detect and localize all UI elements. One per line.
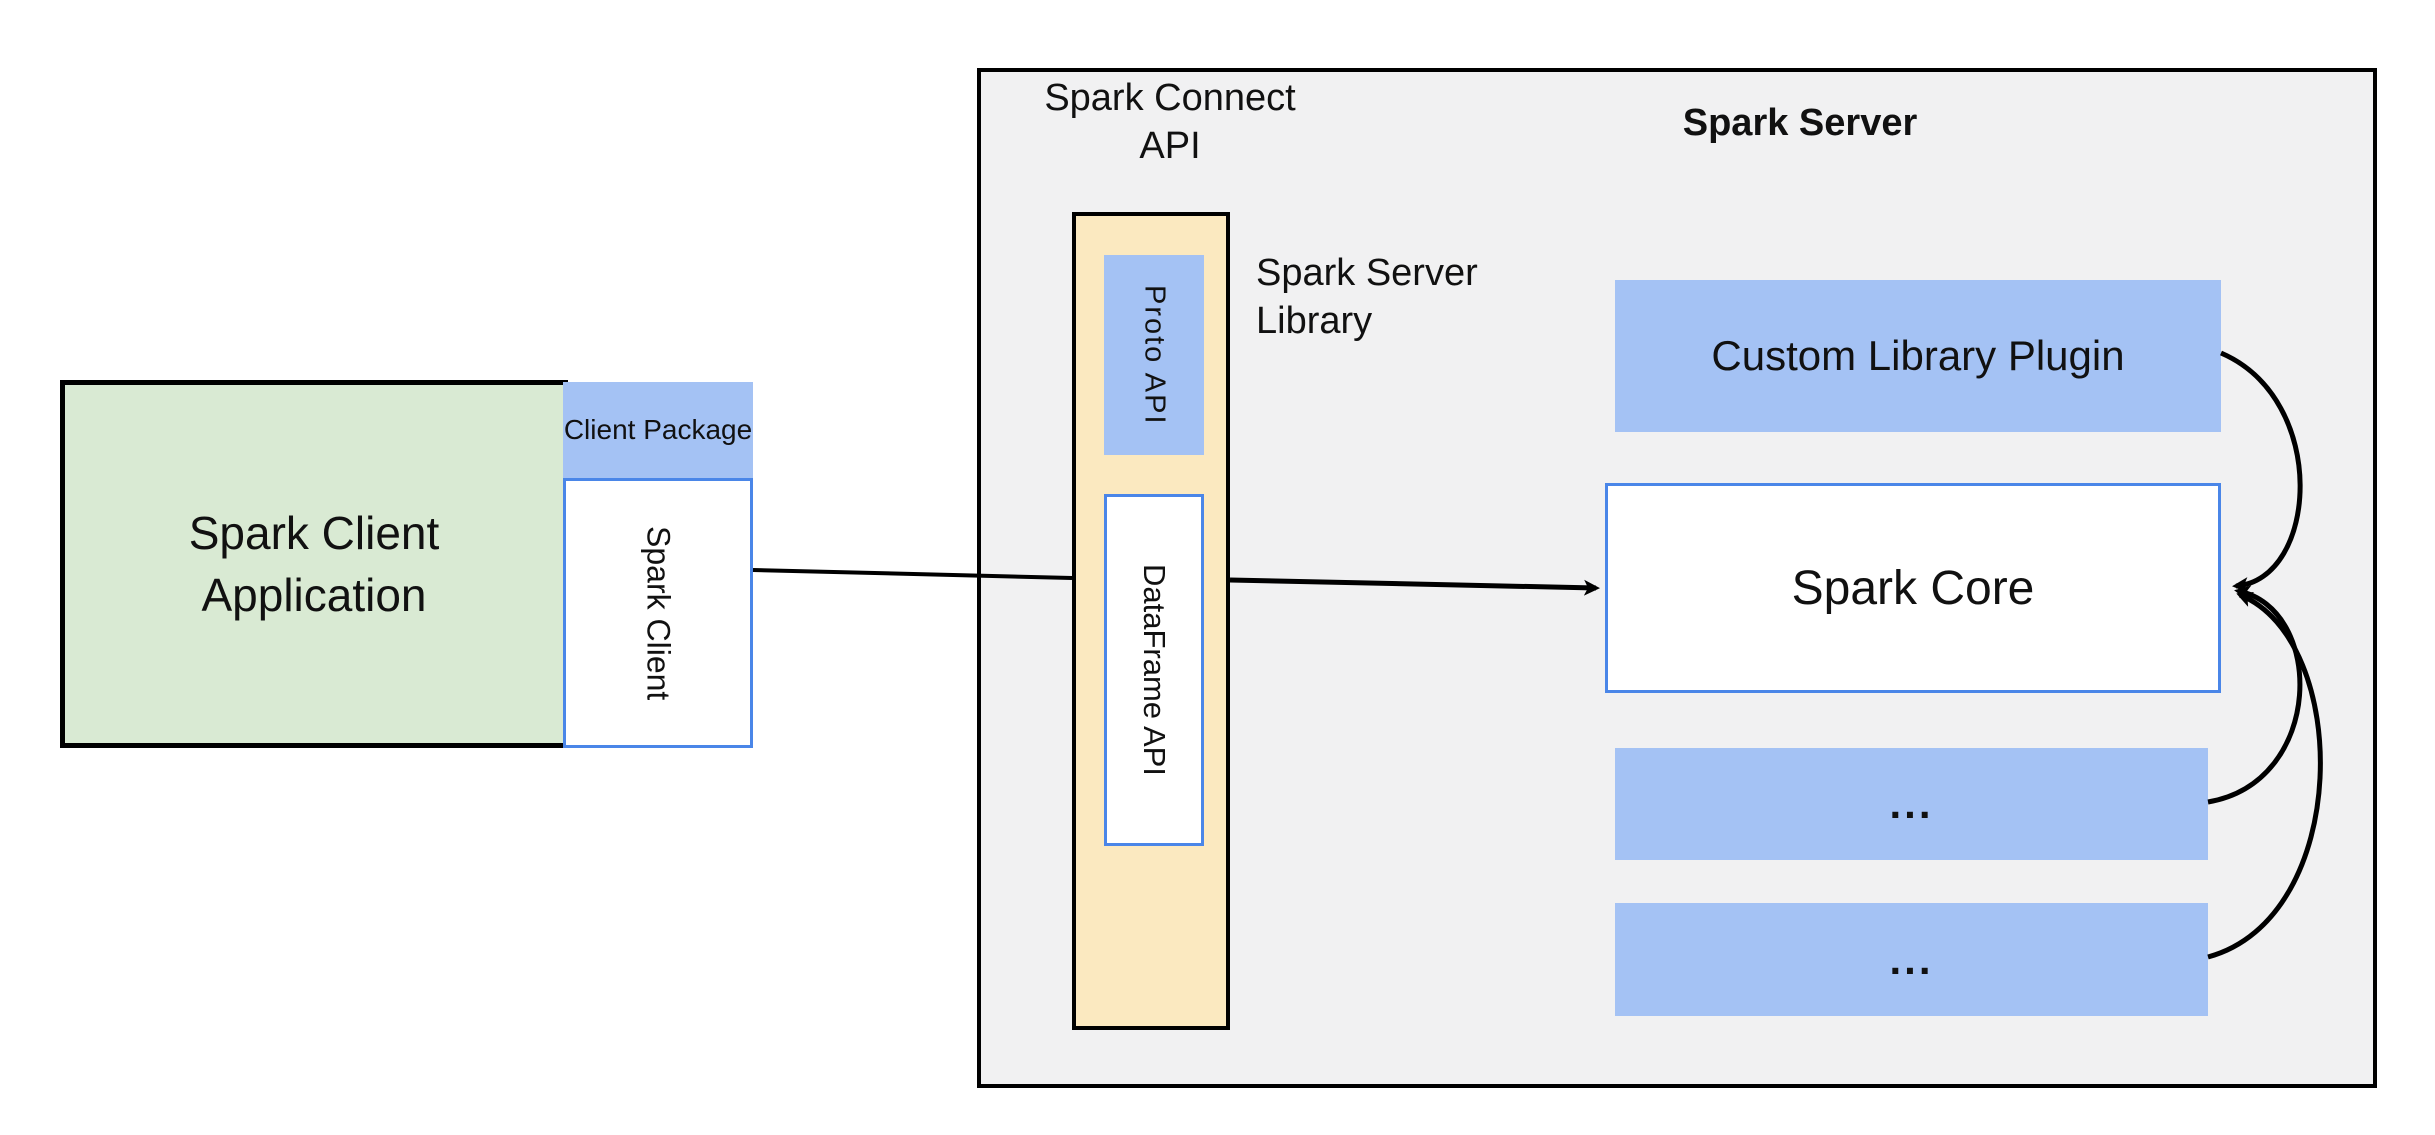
spark-client-box: Spark Client: [563, 478, 753, 748]
library-module-box-2: ...: [1615, 903, 2208, 1016]
client-package-box: Client Package: [563, 382, 753, 478]
library-module-box-1: ...: [1615, 748, 2208, 860]
spark-server-title: Spark Server: [1682, 102, 1918, 144]
spark-client-application-box: Spark Client Application: [60, 380, 568, 748]
dataframe-api-box: DataFrame API: [1104, 494, 1204, 846]
dataframe-api-label: DataFrame API: [1137, 564, 1172, 776]
spark-client-application-label: Spark Client Application: [188, 506, 440, 621]
custom-library-plugin-box: Custom Library Plugin: [1615, 280, 2221, 432]
spark-connect-api-label: Spark Connect API: [1044, 77, 1296, 167]
spark-core-label: Spark Core: [1791, 561, 2035, 615]
ellipsis-label: ...: [1889, 780, 1934, 827]
spark-core-box: Spark Core: [1605, 483, 2221, 693]
spark-server-library-label: Spark Server Library: [1256, 252, 1478, 342]
custom-library-plugin-label: Custom Library Plugin: [1711, 332, 2125, 379]
spark-client-label: Spark Client: [640, 525, 677, 701]
ellipsis-label: ...: [1889, 935, 1934, 983]
proto-api-box: Proto API: [1104, 255, 1204, 455]
client-package-label: Client Package: [563, 413, 753, 445]
proto-api-label: Proto API: [1138, 284, 1171, 426]
